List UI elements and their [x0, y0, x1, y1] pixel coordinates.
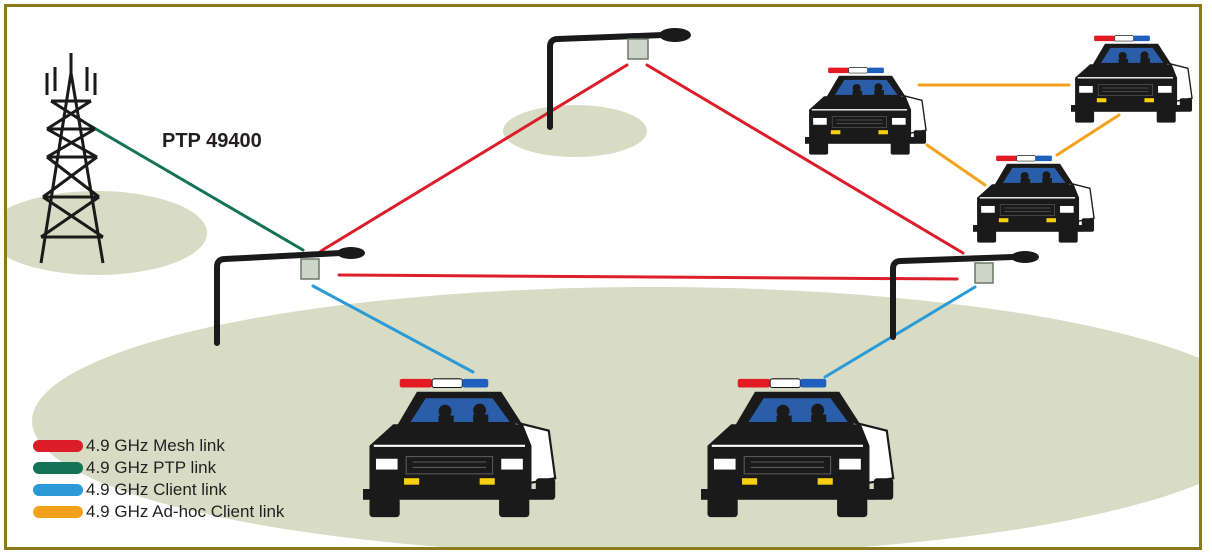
- ptp-label: PTP 49400: [162, 130, 262, 153]
- legend-item-mesh: 4.9 GHz Mesh link: [33, 435, 284, 457]
- police-car-middle: [973, 156, 1094, 243]
- legend-swatch-mesh: [33, 440, 83, 452]
- legend-item-client: 4.9 GHz Client link: [33, 479, 284, 501]
- legend-label: 4.9 GHz Ad-hoc Client link: [86, 502, 284, 522]
- legend-item-ptp: 4.9 GHz PTP link: [33, 457, 284, 479]
- legend-swatch-adhoc: [33, 506, 83, 518]
- tower-coverage-area: [7, 191, 207, 275]
- legend-item-adhoc: 4.9 GHz Ad-hoc Client link: [33, 501, 284, 523]
- legend-label: 4.9 GHz Client link: [86, 480, 227, 500]
- top-pole-coverage-area: [503, 105, 647, 157]
- radio-node-icon: [628, 39, 648, 59]
- police-car-top-right: [1071, 36, 1192, 123]
- radio-node-icon: [975, 263, 993, 283]
- legend-swatch-ptp: [33, 462, 83, 474]
- legend-label: 4.9 GHz Mesh link: [86, 436, 225, 456]
- police-car-top-left: [805, 68, 926, 155]
- diagram-frame: PTP 49400 4.9 GHz Mesh link 4.9 GHz PTP …: [4, 4, 1202, 550]
- radio-node-icon: [301, 259, 319, 279]
- legend-swatch-client: [33, 484, 83, 496]
- legend: 4.9 GHz Mesh link 4.9 GHz PTP link 4.9 G…: [33, 435, 284, 523]
- legend-label: 4.9 GHz PTP link: [86, 458, 216, 478]
